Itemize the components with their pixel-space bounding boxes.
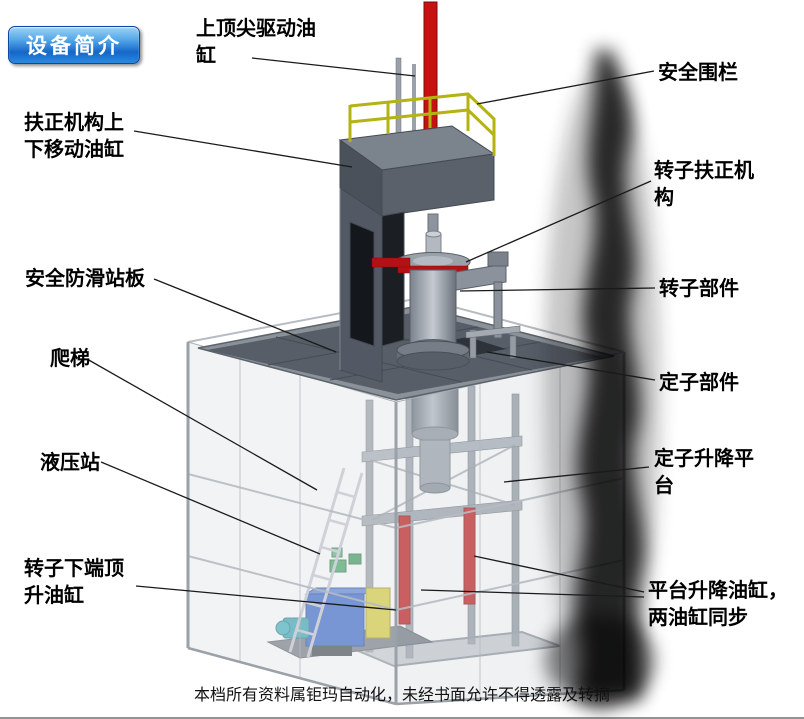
label-safety-fence: 安全围栏 <box>658 62 738 84</box>
label-platform-lift-cylinders: 平台升降油缸，两油缸同步 <box>648 580 788 629</box>
valve-block <box>329 559 347 573</box>
guide-rod <box>412 64 416 134</box>
rotor-flange <box>395 252 471 272</box>
label-hydraulic-station: 液压站 <box>40 452 100 474</box>
leader-platform-lift-cylinder-a <box>473 555 645 593</box>
leader-rotor-bottom-jack-cylinder <box>135 585 397 611</box>
electric-cabinet <box>365 587 391 639</box>
label-stator-lift-platform: 定子升降平台 <box>654 448 754 497</box>
platform-lift-cylinders-group <box>398 507 476 625</box>
leader-hydraulic-station <box>100 461 321 555</box>
leader-stator-component <box>486 351 656 381</box>
press-head <box>338 125 496 217</box>
motor <box>282 617 310 639</box>
leader-centering-lift-cylinder <box>133 130 353 168</box>
platform-lift-cylinder-left <box>398 515 411 625</box>
lift-frame <box>352 385 561 668</box>
label-centering-lift-cylinder: 扶正机构上下移动油缸 <box>24 112 124 161</box>
leader-ladder <box>86 358 318 491</box>
leader-safety-fence <box>476 70 655 105</box>
lift-frame-top <box>465 325 521 359</box>
label-anti-slip-platform: 安全防滑站板 <box>25 268 145 290</box>
rotor-centering-mechanism <box>455 251 509 339</box>
top-drive-cylinder-rod <box>423 1 438 135</box>
stator-assembly <box>411 367 459 494</box>
label-top-drive-cylinder: 上顶尖驱动油缸 <box>196 18 316 67</box>
platform-lift-cylinder-right <box>463 507 476 605</box>
safety-railing <box>348 92 496 156</box>
platform-opening <box>398 337 506 363</box>
upper-machine <box>338 1 521 383</box>
leader-stator-lift-platform <box>503 466 650 483</box>
hydraulic-station-group <box>266 547 434 659</box>
hydraulic-tank <box>305 593 365 647</box>
label-stator-component: 定子部件 <box>659 372 739 394</box>
footer-disclaimer: 本档所有资料属钜玛自动化，未经书面允许不得透露及转摘 <box>193 687 610 704</box>
label-rotor-component: 转子部件 <box>659 278 739 300</box>
leader-rotor-centering-mechanism <box>465 180 652 263</box>
rotor-clamp-arm <box>371 257 411 268</box>
shadow-smudge <box>544 50 660 715</box>
label-rotor-centering-mechanism: 转子扶正机构 <box>654 160 754 209</box>
leader-anti-slip-platform <box>153 278 337 353</box>
slide-bottom-border <box>0 717 804 719</box>
rotor-assembly <box>371 213 471 353</box>
rotor-clamp-ring <box>397 265 469 274</box>
valve-block <box>348 553 362 565</box>
leader-platform-lift-cylinder-b <box>420 589 645 598</box>
stator-top-stack <box>396 340 470 371</box>
guide-rod <box>395 57 402 135</box>
label-rotor-bottom-jack-cylinder: 转子下端顶升油缸 <box>24 558 124 607</box>
label-ladder: 爬梯 <box>50 348 90 370</box>
enclosure-frame <box>186 296 626 706</box>
ladder <box>288 467 364 658</box>
leader-rotor-component <box>459 287 656 292</box>
title-badge: 设备简介 <box>8 26 140 64</box>
work-platform <box>197 305 615 401</box>
valve-block <box>331 547 343 558</box>
press-column <box>339 187 405 383</box>
